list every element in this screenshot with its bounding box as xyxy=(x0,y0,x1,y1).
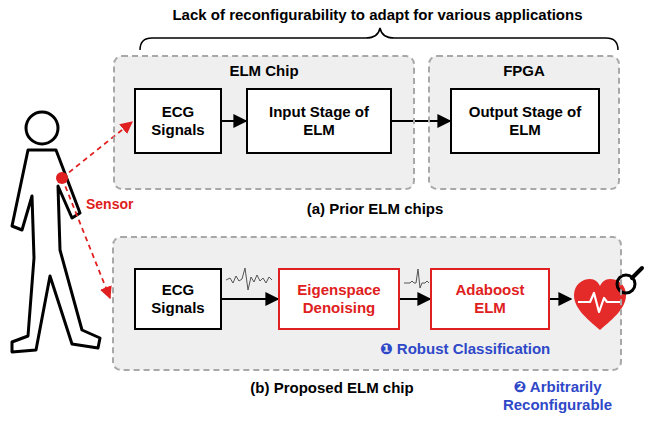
diagram-title: Lack of reconfigurability to adapt for v… xyxy=(110,6,645,24)
process-box: Output Stage of ELM xyxy=(450,88,600,154)
annotation-label: (a) Prior ELM chips xyxy=(270,200,480,218)
region-group: ELM ChipECG Signals Input Stage of ELM xyxy=(113,55,415,190)
noisy-ecg-wave xyxy=(226,268,272,290)
box-label: Adaboost ELM xyxy=(438,281,542,317)
box-label: Eigenspace Denoising xyxy=(286,281,392,317)
process-box: Eigenspace Denoising xyxy=(278,268,400,330)
flow-arrow xyxy=(400,298,430,300)
output-arrow xyxy=(550,298,571,300)
process-box: Input Stage of ELM xyxy=(246,88,392,154)
box-label: Output Stage of ELM xyxy=(458,103,592,139)
box-label: ECG Signals xyxy=(142,281,214,317)
person-figure xyxy=(12,112,100,352)
brace xyxy=(140,28,618,50)
clean-ecg-wave xyxy=(404,269,429,288)
annotation-label: Sensor xyxy=(86,196,146,213)
region-heading: (b) Proposed ELM chip xyxy=(192,379,472,397)
flow-arrow xyxy=(222,120,246,122)
region-ground xyxy=(114,56,414,189)
process-box: ECG Signals xyxy=(134,268,222,330)
region-group: FPGA Output Stage of ELM xyxy=(428,55,620,190)
heart-icon xyxy=(574,268,642,330)
region-heading: FPGA xyxy=(430,62,618,80)
box-label: Input Stage of ELM xyxy=(254,103,384,139)
region-ground xyxy=(113,237,621,370)
process-box: ECG Signals xyxy=(134,88,222,154)
flow-arrow xyxy=(222,298,278,300)
callout-label: ❶ Robust Classification xyxy=(380,340,610,358)
callout-label: ❷ Arbitrarily Reconfigurable xyxy=(490,378,625,414)
process-box: Adaboost ELM xyxy=(430,268,550,330)
flow-arrow xyxy=(392,120,450,122)
region-ground xyxy=(429,56,619,189)
box-label: ECG Signals xyxy=(142,103,214,139)
region-heading: ELM Chip xyxy=(115,62,413,80)
